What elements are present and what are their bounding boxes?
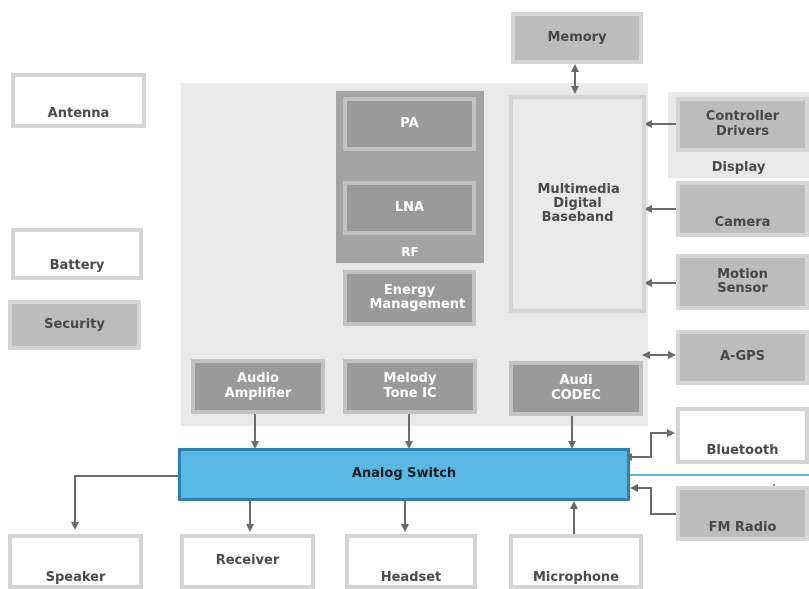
bluetooth-block: Bluetooth [676,407,809,464]
analog-switch-block: Analog Switch [178,448,630,501]
lna-block: LNA [343,181,476,235]
agps-label: A-GPS [719,349,766,365]
multimedia-baseband-block: Multimedia Digital Baseband [509,95,646,313]
audi-codec-block: Audi CODEC [509,361,643,416]
multimedia-baseband-label: Multimedia Digital Baseband [537,181,620,226]
receiver-label: Receiver [215,553,280,569]
speaker-block: Speaker [8,534,143,589]
fm-radio-label: FM Radio [708,519,777,535]
pa-label: PA [400,115,419,131]
melody-tone-ic-label: Melody Tone IC [383,371,437,401]
memory-label: Memory [547,29,607,45]
melody-tone-ic-block: Melody Tone IC [343,359,477,414]
agps-block: A-GPS [676,330,809,385]
camera-block: Camera [676,181,809,237]
bluetooth-switch-arrow [624,429,675,461]
battery-block: Battery [11,228,143,280]
headset-block: Headset [345,534,477,589]
controller-drivers-label: Controller Drivers [705,109,780,139]
rf-label: RF [401,245,419,259]
analog-switch-label: Analog Switch [351,466,457,482]
antenna-block: Antenna [11,73,146,128]
motion-sensor-label: Motion Sensor [717,266,768,296]
security-block: Security [8,300,141,350]
display-label: Display [711,160,766,175]
memory-block: Memory [511,12,643,64]
security-label: Security [44,316,105,332]
lna-label: LNA [394,199,425,215]
audio-amplifier-label: Audio Amplifier [224,371,292,401]
microphone-label: Microphone [532,569,619,585]
motion-sensor-block: Motion Sensor [676,254,809,310]
camera-label: Camera [714,214,771,230]
audi-codec-label: Audi CODEC [551,373,601,403]
audio-amplifier-block: Audio Amplifier [191,359,325,414]
receiver-block: Receiver [180,534,315,589]
controller-drivers-block: Controller Drivers [676,97,809,152]
switch-speaker-arrow [71,475,180,530]
energy-management-block: Energy Management [343,270,476,326]
headset-label: Headset [380,569,442,585]
antenna-label: Antenna [47,105,110,121]
battery-label: Battery [49,257,105,273]
fmradio-switch-arrow [630,484,676,515]
fm-radio-block: FM Radio [676,486,809,541]
energy-management-label: Energy Management [369,282,466,312]
pa-block: PA [343,97,476,151]
microphone-block: Microphone [509,534,643,589]
bluetooth-label: Bluetooth [706,442,779,458]
speaker-label: Speaker [45,569,106,585]
